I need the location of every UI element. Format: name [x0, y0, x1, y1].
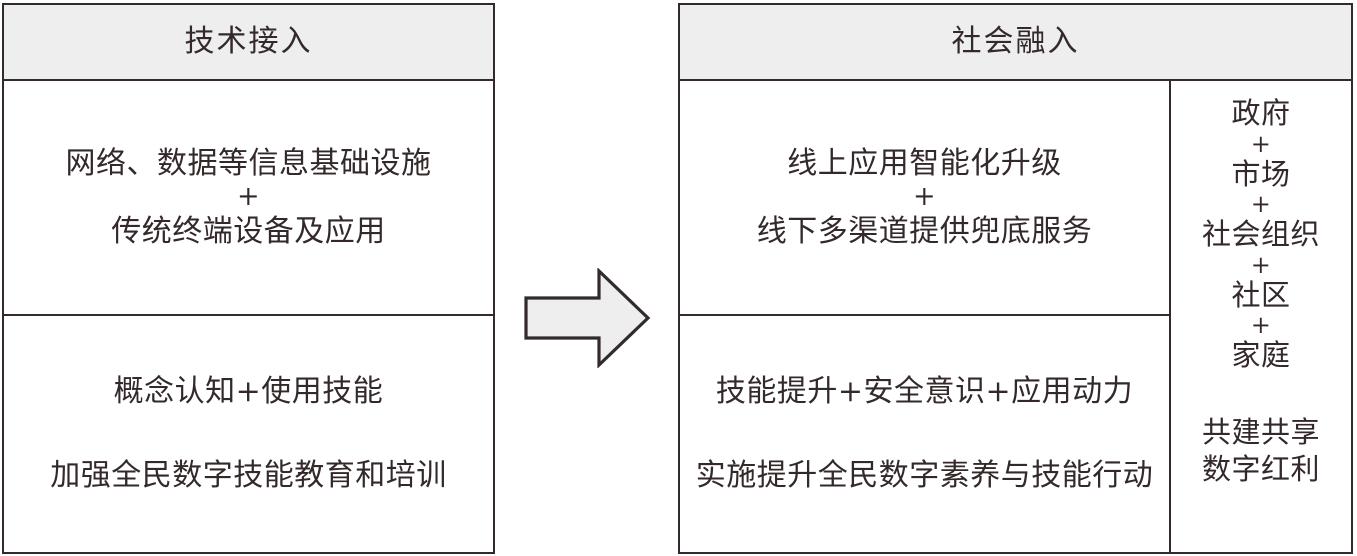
left-upper-cell: 网络、数据等信息基础设施 + 传统终端设备及应用	[4, 81, 493, 316]
right-panel-header: 社会融入	[680, 5, 1351, 81]
right-upper-cell: 线上应用智能化升级 + 线下多渠道提供兜底服务	[680, 81, 1169, 316]
stakeholder-plus-1: +	[1250, 129, 1272, 158]
left-lower-line-1: 概念认知+使用技能	[113, 374, 384, 410]
left-upper-line-2: 传统终端设备及应用	[111, 213, 386, 249]
right-block-arrow-icon	[523, 268, 651, 368]
right-lower-line-1: 技能提升+安全意识+应用动力	[715, 374, 1134, 410]
left-panel-body: 网络、数据等信息基础设施 + 传统终端设备及应用 概念认知+使用技能 加强全民数…	[4, 81, 493, 552]
right-upper-plus: +	[912, 181, 937, 213]
stakeholder-4: 社区	[1231, 277, 1291, 312]
right-side-column: 政府 + 市场 + 社会组织 + 社区 + 家庭 共建共享 数字红利	[1171, 81, 1351, 552]
right-lower-cell: 技能提升+安全意识+应用动力 实施提升全民数字素养与技能行动	[680, 316, 1169, 552]
left-panel-header: 技术接入	[4, 5, 493, 81]
stakeholder-1: 政府	[1231, 96, 1291, 130]
right-upper-line-2: 线下多渠道提供兜底服务	[756, 213, 1093, 249]
left-upper-plus: +	[236, 181, 261, 213]
stakeholder-stack: 政府 + 市场 + 社会组织 + 社区 + 家庭	[1202, 95, 1320, 374]
stakeholder-3: 社会组织	[1201, 217, 1320, 252]
stakeholder-2: 市场	[1231, 156, 1291, 191]
tagline-line-1: 共建共享	[1201, 414, 1320, 449]
right-lower-line-2: 实施提升全民数字素养与技能行动	[695, 458, 1154, 493]
tagline-block: 共建共享 数字红利	[1202, 414, 1320, 488]
left-panel: 技术接入 网络、数据等信息基础设施 + 传统终端设备及应用 概念认知+使用技能 …	[2, 3, 495, 554]
left-lower-cell: 概念认知+使用技能 加强全民数字技能教育和培训	[4, 316, 493, 552]
tagline-line-2: 数字红利	[1201, 451, 1320, 486]
left-panel-column: 网络、数据等信息基础设施 + 传统终端设备及应用 概念认知+使用技能 加强全民数…	[4, 81, 493, 552]
right-panel-main-column: 线上应用智能化升级 + 线下多渠道提供兜底服务 技能提升+安全意识+应用动力 实…	[680, 81, 1171, 552]
stakeholder-5: 家庭	[1231, 338, 1291, 373]
stakeholder-plus-3: +	[1250, 250, 1272, 279]
stakeholder-plus-4: +	[1250, 311, 1272, 340]
left-lower-line-2: 加强全民数字技能教育和培训	[50, 458, 447, 493]
right-panel-body: 线上应用智能化升级 + 线下多渠道提供兜底服务 技能提升+安全意识+应用动力 实…	[680, 81, 1351, 552]
left-upper-line-1: 网络、数据等信息基础设施	[65, 145, 432, 181]
right-upper-line-1: 线上应用智能化升级	[787, 145, 1062, 181]
stakeholder-plus-2: +	[1250, 190, 1272, 219]
right-panel: 社会融入 线上应用智能化升级 + 线下多渠道提供兜底服务 技能提升+安全意识+应…	[678, 3, 1353, 554]
